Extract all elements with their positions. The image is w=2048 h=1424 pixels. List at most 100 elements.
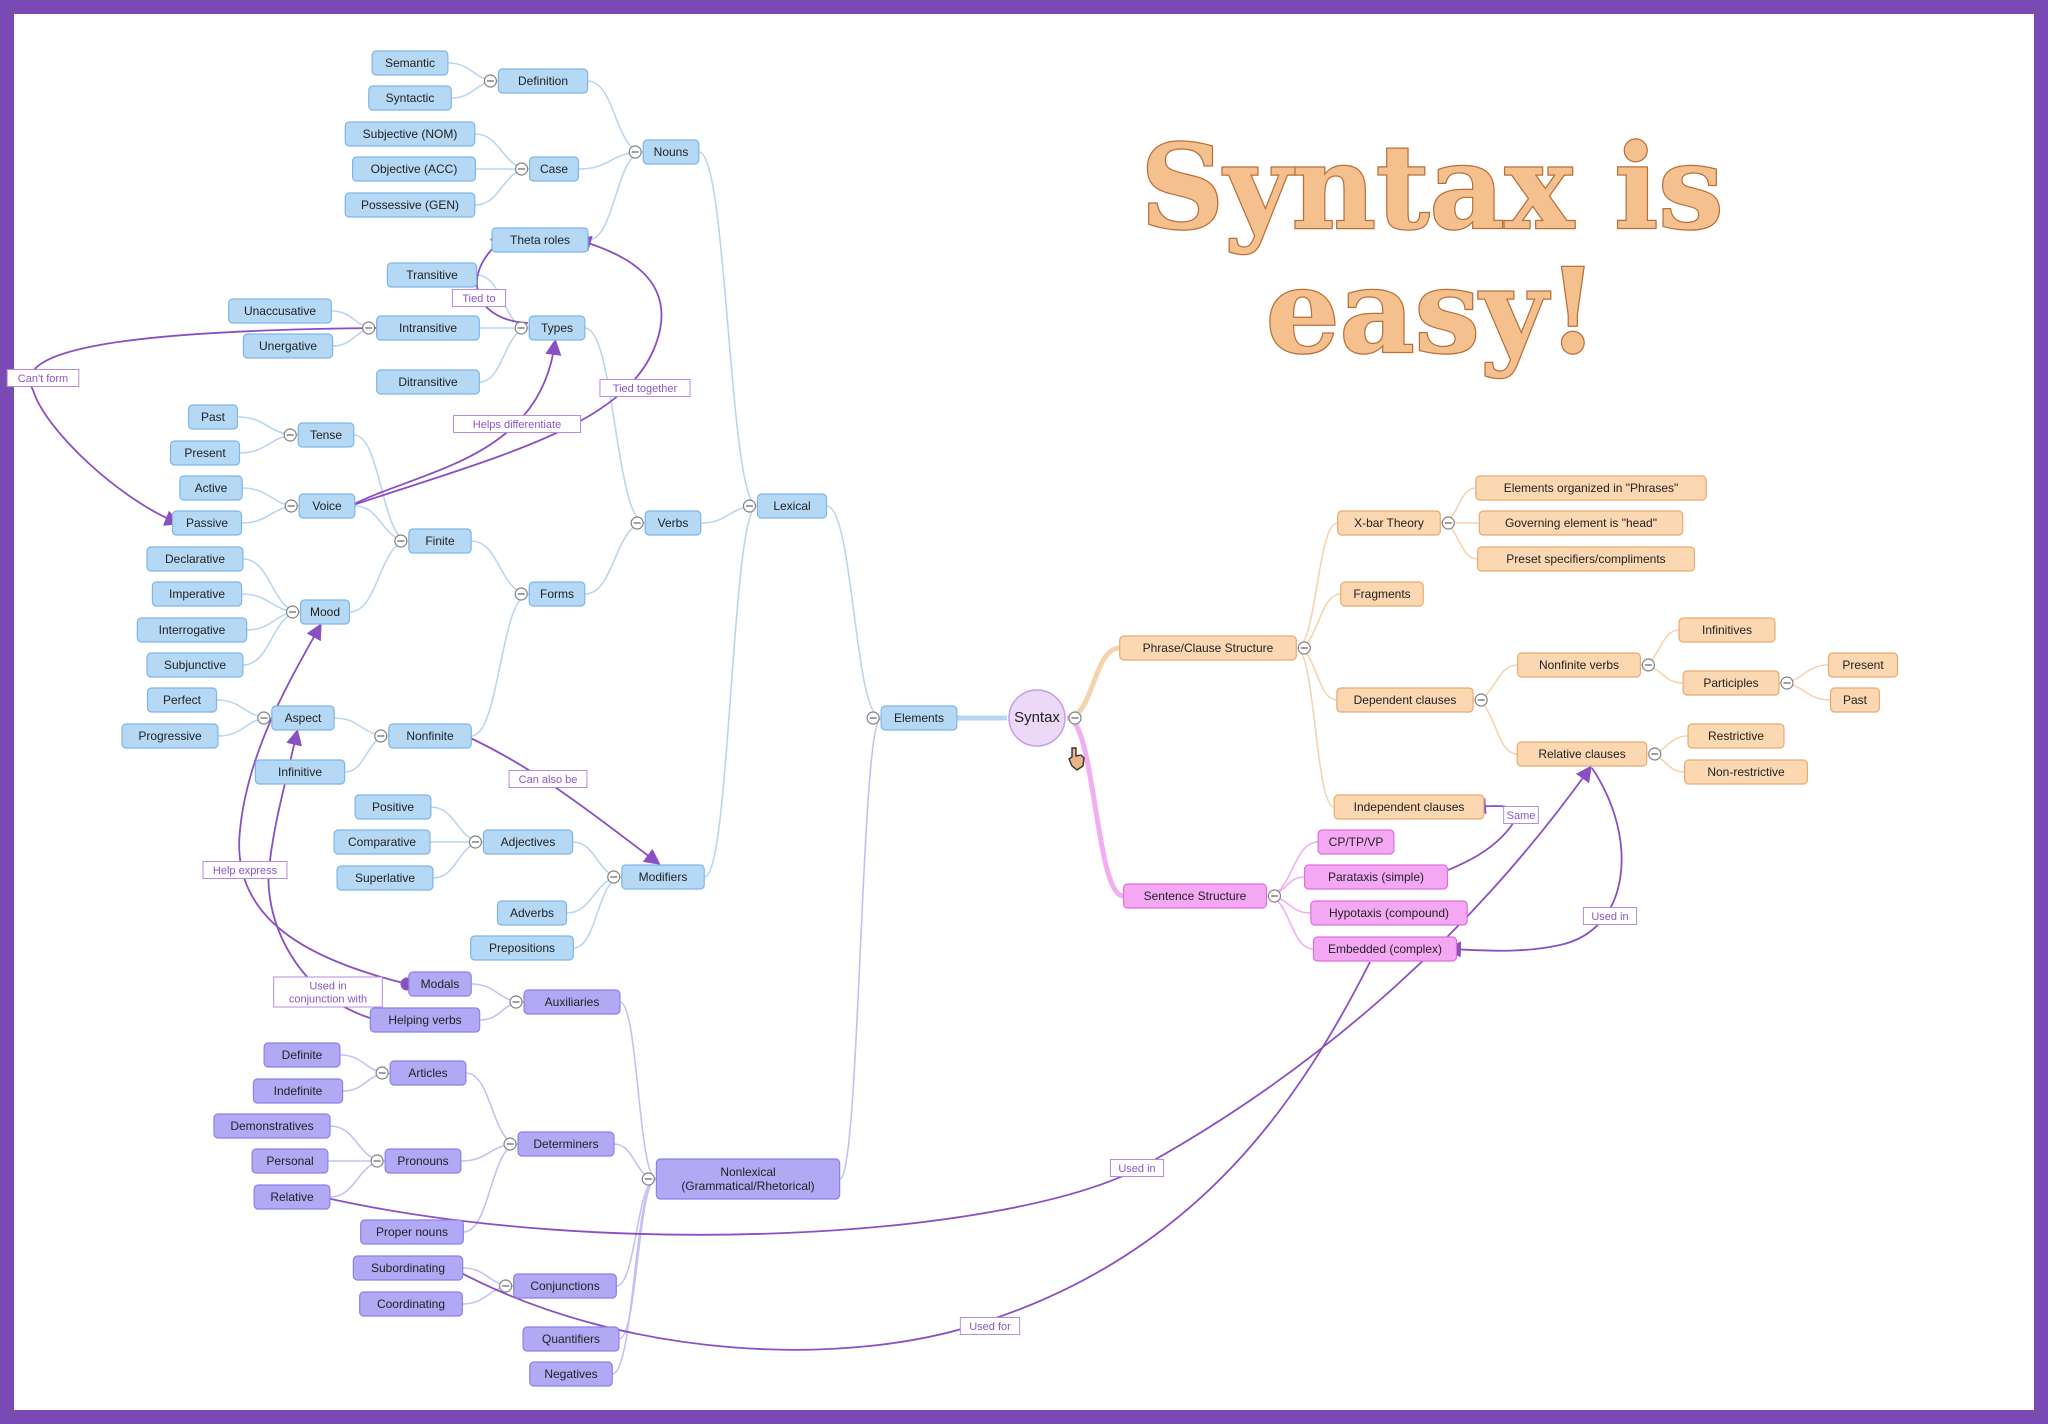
- node-ditransitive[interactable]: Ditransitive: [376, 369, 480, 395]
- node-personal[interactable]: Personal: [251, 1148, 329, 1174]
- node-fragments[interactable]: Fragments: [1340, 581, 1424, 607]
- node-adverbs[interactable]: Adverbs: [496, 900, 568, 926]
- collapse-toggle-types[interactable]: [514, 321, 528, 335]
- collapse-toggle-adjectives[interactable]: [468, 835, 482, 849]
- node-conjunctions[interactable]: Conjunctions: [513, 1273, 617, 1299]
- node-declarative[interactable]: Declarative: [146, 546, 244, 572]
- node-sentence[interactable]: Sentence Structure: [1122, 883, 1268, 909]
- node-mood[interactable]: Mood: [299, 599, 351, 625]
- node-syntax[interactable]: Syntax: [1008, 689, 1066, 747]
- node-dependent[interactable]: Dependent clauses: [1336, 687, 1474, 713]
- node-lexical[interactable]: Lexical: [756, 493, 828, 519]
- collapse-toggle-definition[interactable]: [483, 74, 497, 88]
- node-modals[interactable]: Modals: [408, 971, 472, 997]
- node-intransitive[interactable]: Intransitive: [376, 315, 480, 341]
- node-verbs[interactable]: Verbs: [644, 510, 702, 536]
- collapse-toggle-determiners[interactable]: [503, 1137, 517, 1151]
- node-xbar[interactable]: X-bar Theory: [1337, 510, 1441, 536]
- node-definition[interactable]: Definition: [497, 68, 589, 94]
- collapse-toggle-aspect[interactable]: [257, 711, 271, 725]
- node-transitive[interactable]: Transitive: [386, 262, 478, 288]
- node-active[interactable]: Active: [179, 475, 243, 501]
- node-pronouns[interactable]: Pronouns: [384, 1148, 462, 1174]
- node-superlative[interactable]: Superlative: [336, 865, 434, 891]
- node-relclauses[interactable]: Relative clauses: [1516, 741, 1648, 767]
- node-syntactic[interactable]: Syntactic: [368, 85, 452, 111]
- relation-label-r-same[interactable]: Same: [1503, 806, 1539, 824]
- node-past[interactable]: Past: [187, 404, 239, 430]
- relation-label-r-tiedtogether[interactable]: Tied together: [599, 379, 691, 397]
- collapse-toggle-nonfiniteverbs[interactable]: [1641, 658, 1656, 672]
- node-xb3[interactable]: Preset specifiers/compliments: [1476, 546, 1696, 572]
- node-imperative[interactable]: Imperative: [151, 581, 243, 607]
- node-semantic[interactable]: Semantic: [371, 50, 449, 76]
- relation-label-r-canalsobe[interactable]: Can also be: [508, 770, 588, 788]
- collapse-toggle-finite[interactable]: [394, 534, 408, 548]
- node-elements[interactable]: Elements: [880, 705, 958, 731]
- node-gen[interactable]: Possessive (GEN): [344, 192, 476, 218]
- collapse-toggle-verbs[interactable]: [630, 516, 644, 530]
- node-finite[interactable]: Finite: [408, 528, 472, 554]
- node-subjunctive[interactable]: Subjunctive: [146, 652, 244, 678]
- node-nonlexical[interactable]: Nonlexical(Grammatical/Rhetorical): [655, 1158, 841, 1200]
- node-quantifiers[interactable]: Quantifiers: [522, 1326, 620, 1352]
- node-participles[interactable]: Participles: [1682, 670, 1780, 696]
- node-nouns[interactable]: Nouns: [642, 139, 700, 165]
- node-case[interactable]: Case: [528, 156, 580, 182]
- node-negatives[interactable]: Negatives: [529, 1361, 613, 1387]
- collapse-toggle-sentence[interactable]: [1267, 889, 1282, 903]
- collapse-toggle-elements[interactable]: [866, 711, 880, 725]
- node-forms[interactable]: Forms: [528, 581, 586, 607]
- relation-label-r-usedin2[interactable]: Used in: [1582, 907, 1638, 925]
- collapse-toggle-lexical[interactable]: [742, 499, 757, 513]
- node-unaccusative[interactable]: Unaccusative: [228, 298, 332, 324]
- relation-label-r-usedin1[interactable]: Used in: [1109, 1159, 1165, 1177]
- node-aspect[interactable]: Aspect: [271, 705, 335, 731]
- node-progressive[interactable]: Progressive: [121, 723, 219, 749]
- relation-line-r-canalsobe[interactable]: [465, 735, 661, 865]
- node-parataxis[interactable]: Parataxis (simple): [1303, 864, 1449, 890]
- node-nonrestrictive[interactable]: Non-restrictive: [1683, 759, 1808, 785]
- node-interrogative[interactable]: Interrogative: [136, 617, 248, 643]
- node-theta[interactable]: Theta roles: [491, 227, 589, 253]
- collapse-toggle-pronouns[interactable]: [370, 1154, 384, 1168]
- collapse-toggle-intransitive[interactable]: [362, 321, 376, 335]
- node-indefinite[interactable]: Indefinite: [252, 1078, 344, 1104]
- node-xb2[interactable]: Governing element is "head": [1478, 510, 1684, 536]
- node-modifiers[interactable]: Modifiers: [621, 864, 705, 890]
- collapse-toggle-case[interactable]: [514, 162, 529, 176]
- collapse-toggle-nonlexical[interactable]: [641, 1172, 655, 1186]
- collapse-toggle-modifiers[interactable]: [607, 870, 621, 884]
- node-definite[interactable]: Definite: [263, 1042, 341, 1068]
- relation-line-r-tiedtogether[interactable]: [349, 235, 663, 507]
- collapse-toggle-tense[interactable]: [283, 428, 297, 442]
- node-articles[interactable]: Articles: [389, 1060, 467, 1086]
- node-perfect[interactable]: Perfect: [146, 687, 218, 713]
- node-voice[interactable]: Voice: [298, 493, 356, 519]
- collapse-toggle-conjunctions[interactable]: [499, 1279, 513, 1293]
- node-passive[interactable]: Passive: [171, 510, 243, 536]
- node-comparative[interactable]: Comparative: [333, 829, 431, 855]
- collapse-toggle-nonfinite[interactable]: [374, 729, 388, 743]
- relation-label-r-helpsdiff[interactable]: Helps differentiate: [452, 415, 582, 433]
- node-hypotaxis[interactable]: Hypotaxis (compound): [1310, 900, 1468, 926]
- relation-label-r-usedfor[interactable]: Used for: [959, 1317, 1021, 1335]
- node-xb1[interactable]: Elements organized in "Phrases": [1475, 475, 1707, 501]
- node-ppresent[interactable]: Present: [1827, 652, 1899, 678]
- relation-line-r-helpsdiff[interactable]: [349, 338, 562, 507]
- node-proper[interactable]: Proper nouns: [360, 1219, 464, 1245]
- node-positive[interactable]: Positive: [354, 794, 432, 820]
- relation-label-r-cantform[interactable]: Can't form: [6, 369, 80, 387]
- node-infinitive[interactable]: Infinitive: [254, 759, 346, 785]
- node-demonstratives[interactable]: Demonstratives: [213, 1113, 331, 1139]
- node-embedded[interactable]: Embedded (complex): [1312, 936, 1458, 962]
- node-relative[interactable]: Relative: [253, 1184, 331, 1210]
- node-prepositions[interactable]: Prepositions: [470, 935, 574, 961]
- collapse-toggle-syntax[interactable]: [1068, 711, 1082, 725]
- node-nonfinite[interactable]: Nonfinite: [388, 723, 472, 749]
- relation-line-r-usedin2[interactable]: [1444, 767, 1623, 958]
- collapse-toggle-auxiliaries[interactable]: [509, 995, 523, 1009]
- collapse-toggle-nouns[interactable]: [628, 145, 642, 159]
- node-coordinating[interactable]: Coordinating: [359, 1291, 463, 1317]
